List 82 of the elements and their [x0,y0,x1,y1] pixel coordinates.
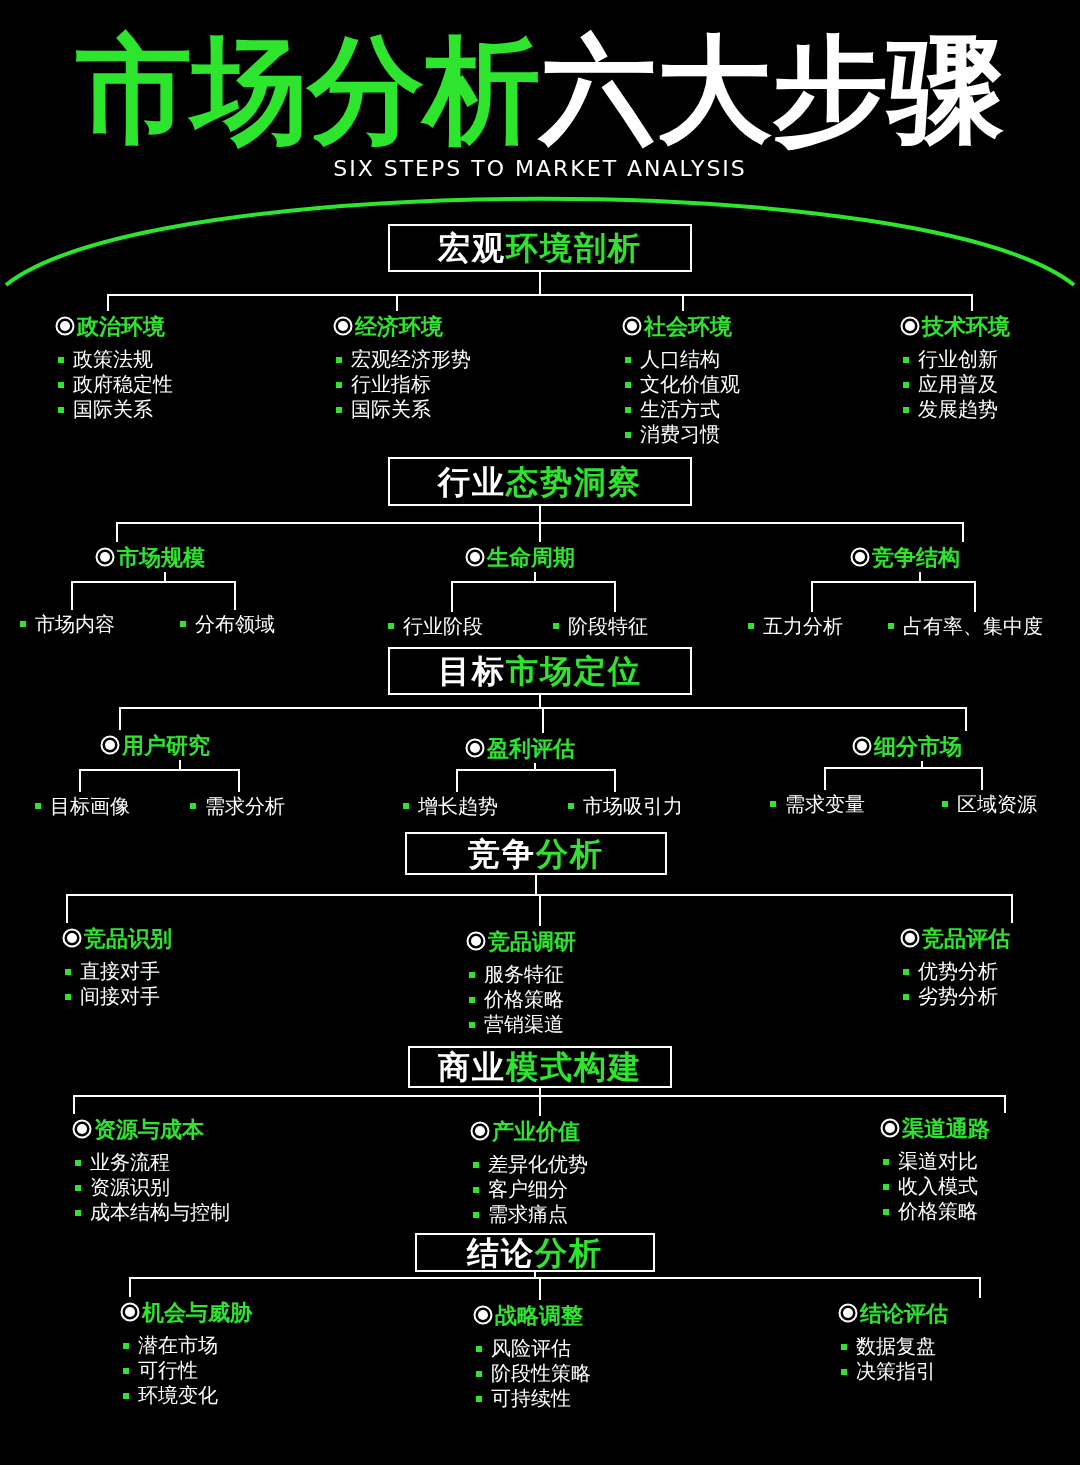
category-heading: 产业价值 [492,1117,580,1146]
category-heading: 资源与成本 [94,1115,204,1144]
list-item: 生活方式 [640,397,720,422]
category-heading: 渠道通路 [902,1114,990,1143]
list-item: 客户细分 [488,1177,568,1202]
category-heading: 竞争结构 [872,543,960,572]
bracket-connector [534,571,616,613]
list-item: 行业创新 [918,347,998,372]
section-title-box: 目标市场定位 [388,647,692,695]
bracket-connector [179,759,240,793]
list-item: 需求痛点 [488,1202,568,1227]
list-item: 行业指标 [351,372,431,397]
list-item: 阶段特征 [568,613,648,639]
subtitle: SIX STEPS TO MARKET ANALYSIS [332,155,748,183]
list-item: 成本结构与控制 [90,1200,230,1225]
list-item: 优势分析 [918,959,998,984]
category-heading: 用户研究 [122,731,210,760]
bracket-connector [164,571,236,611]
list-item: 宏观经济形势 [351,347,471,372]
list-item: 劣势分析 [918,984,998,1009]
category-heading: 生命周期 [487,543,575,572]
list-item: 决策指引 [856,1359,936,1384]
bracket-connector [919,571,976,613]
list-item: 可持续性 [491,1386,571,1411]
list-item: 国际关系 [351,397,431,422]
list-item: 人口结构 [640,347,720,372]
category-heading: 经济环境 [355,312,443,341]
list-item: 政策法规 [73,347,153,372]
list-item: 需求变量 [785,791,865,817]
list-item: 服务特征 [484,962,564,987]
list-item: 阶段性策略 [491,1361,591,1386]
list-item: 可行性 [138,1358,198,1383]
list-item: 国际关系 [73,397,153,422]
category-heading: 社会环境 [644,312,732,341]
category-heading: 竞品调研 [488,927,576,956]
list-item: 营销渠道 [484,1012,564,1037]
list-item: 行业阶段 [403,613,483,639]
list-item: 政府稳定性 [73,372,173,397]
bracket-connector [534,762,616,793]
list-item: 需求分析 [205,793,285,819]
category-heading: 竞品识别 [84,924,172,953]
category-heading: 竞品评估 [922,924,1010,953]
section-title-box: 宏观环境剖析 [388,224,692,272]
list-item: 应用普及 [918,372,998,397]
category-heading: 技术环境 [922,312,1010,341]
list-item: 业务流程 [90,1150,170,1175]
list-item: 文化价值观 [640,372,740,397]
category-heading: 细分市场 [874,732,962,761]
list-item: 分布领域 [195,611,275,637]
list-item: 增长趋势 [418,793,498,819]
list-item: 目标画像 [50,793,130,819]
section-title-box: 结论分析 [415,1233,655,1272]
section-title-box: 行业态势洞察 [388,457,692,506]
list-item: 发展趋势 [918,397,998,422]
category-heading: 战略调整 [495,1301,583,1330]
list-item: 收入模式 [898,1174,978,1199]
category-heading: 政治环境 [77,312,165,341]
list-item: 市场内容 [35,611,115,637]
list-item: 直接对手 [80,959,160,984]
list-item: 风险评估 [491,1336,571,1361]
section-title-box: 竞争分析 [405,832,667,875]
category-heading: 结论评估 [860,1299,948,1328]
list-item: 价格策略 [898,1199,978,1224]
category-heading: 盈利评估 [487,734,575,763]
list-item: 价格策略 [484,987,564,1012]
list-item: 区域资源 [957,791,1037,817]
category-heading: 市场规模 [117,543,205,572]
list-item: 占有率、集中度 [903,613,1043,639]
list-item: 消费习惯 [640,422,720,447]
category-heading: 机会与威胁 [142,1298,252,1327]
list-item: 间接对手 [80,984,160,1009]
list-item: 差异化优势 [488,1152,588,1177]
list-item: 五力分析 [763,613,843,639]
list-item: 渠道对比 [898,1149,978,1174]
section-title-box: 商业模式构建 [408,1046,672,1088]
bracket-connector [921,760,983,791]
list-item: 环境变化 [138,1383,218,1408]
title: 市场分析六大步骤 [75,22,1005,158]
list-item: 市场吸引力 [583,793,683,819]
list-item: 资源识别 [90,1175,170,1200]
list-item: 数据复盘 [856,1334,936,1359]
list-item: 潜在市场 [138,1333,218,1358]
